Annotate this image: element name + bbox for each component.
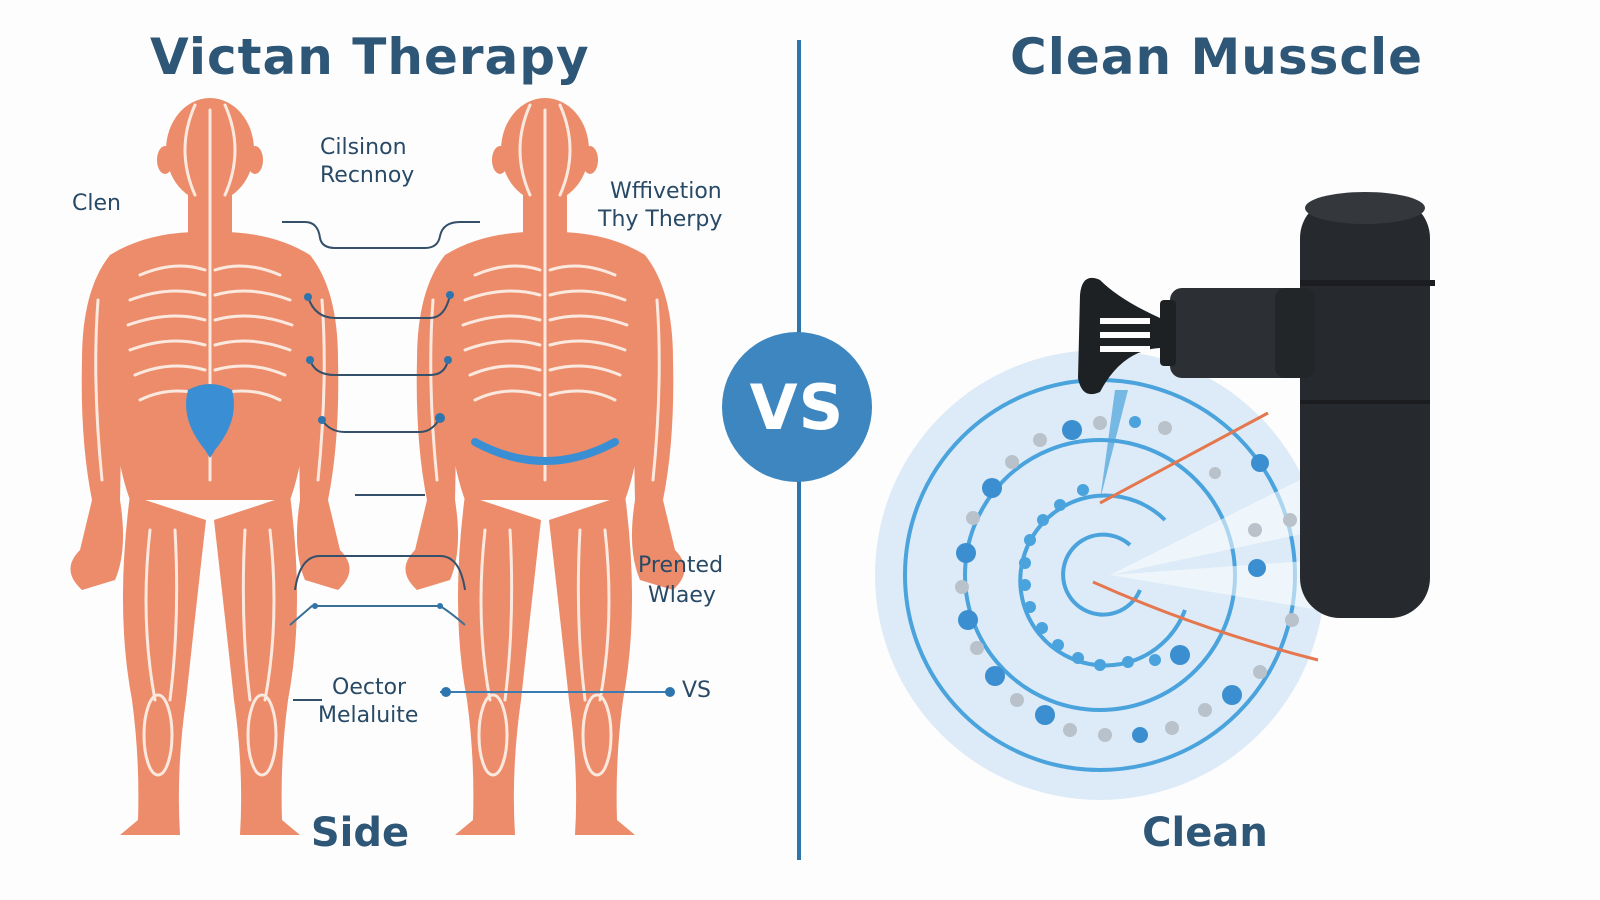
vs-badge: VS (722, 332, 872, 482)
label-cilsinon: Cilsinon (320, 135, 407, 160)
label-melaluite: Melaluite (318, 703, 419, 728)
label-prented: Prented (638, 553, 724, 578)
right-panel-footer: Clean (1142, 810, 1268, 856)
vibration-halo (875, 350, 1325, 800)
label-recnnoy: Recnnoy (320, 163, 415, 188)
label-wffivetion: Wffivetion (610, 179, 722, 204)
label-clen: Clen (72, 191, 121, 216)
label-vs-small: VS (682, 678, 712, 703)
left-panel-title: Victan Therapy (150, 28, 590, 86)
right-panel-title: Clean Musscle (1010, 28, 1424, 86)
label-oector: Oector (332, 675, 407, 700)
particle-dots (955, 416, 1299, 743)
abdomen-highlight-icon (186, 384, 234, 458)
lower-back-highlight-icon (471, 438, 619, 465)
massage-gun-icon (1078, 192, 1435, 618)
left-panel-footer: Side (310, 810, 410, 856)
back-body-figure (403, 96, 687, 837)
label-wlaey: Wlaey (648, 583, 716, 608)
front-body-figure (68, 96, 352, 837)
ray-lines (1092, 411, 1319, 662)
label-thy-therpy: Thy Therpy (598, 207, 723, 232)
